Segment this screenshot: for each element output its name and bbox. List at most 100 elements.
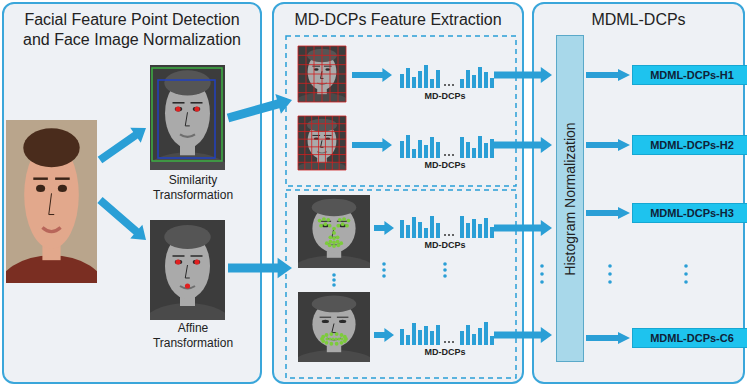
ellipsis-dot <box>444 154 446 156</box>
face-photo <box>298 292 370 362</box>
landmark-point <box>336 240 340 244</box>
output-label: MDML-DCPs-H2 <box>633 136 747 154</box>
landmark-point <box>328 224 332 228</box>
histogram-bar <box>412 217 416 238</box>
ellipsis-dot <box>540 280 544 284</box>
histogram-bar <box>490 336 494 345</box>
grid-line <box>298 170 346 171</box>
histogram-bar <box>466 70 470 88</box>
feature-point <box>194 106 199 111</box>
nose <box>321 140 324 147</box>
histogram-bar <box>478 136 482 158</box>
face-photo <box>150 65 225 170</box>
connector-arrow <box>586 335 618 341</box>
ellipsis-dot <box>448 84 450 86</box>
grid-line <box>298 83 346 84</box>
ellipsis-dot <box>684 272 688 276</box>
landmark-point <box>343 335 347 339</box>
output-box: MDML-DCPs-C6 <box>632 328 747 348</box>
histogram-bar <box>484 72 488 88</box>
histogram-bar <box>400 74 404 88</box>
landmark-point <box>345 224 349 228</box>
histogram-bar <box>436 325 440 345</box>
nose <box>185 265 190 278</box>
photo-background <box>298 195 370 268</box>
hair <box>23 128 79 167</box>
ellipsis-dot <box>452 84 454 86</box>
histogram-bar <box>484 143 488 158</box>
ellipsis-dot <box>608 272 612 276</box>
ellipsis-dot <box>540 264 544 268</box>
landmark-point <box>332 227 336 231</box>
output-label: MDML-DCPs-H1 <box>633 66 747 84</box>
mouth <box>180 134 195 137</box>
landmark-point <box>332 244 336 248</box>
block-arrow <box>494 220 552 236</box>
landmark-point <box>329 235 333 239</box>
mouth <box>327 338 341 340</box>
histogram-bar <box>472 75 476 88</box>
histogram-bar <box>478 224 482 238</box>
ellipsis-dot <box>444 84 446 86</box>
block-arrow <box>494 137 552 153</box>
grid-line <box>298 162 346 163</box>
histogram-bar <box>460 331 464 345</box>
histogram-bar <box>460 137 464 158</box>
block-arrow <box>227 94 292 122</box>
connector-arrow <box>586 142 618 148</box>
eye <box>325 68 330 70</box>
histogram-bar <box>430 216 434 238</box>
grid-line <box>298 74 346 75</box>
landmark-point <box>329 240 333 244</box>
ellipsis-dot <box>382 262 386 266</box>
connector-arrow <box>586 210 618 216</box>
feature-caption: MD-DCPs <box>405 160 485 171</box>
histogram-bar <box>412 149 416 158</box>
landmark-point <box>328 243 332 247</box>
histogram-bar <box>484 218 488 238</box>
feature-point <box>194 259 199 264</box>
detection-box <box>152 68 222 161</box>
landmark-point <box>332 337 335 340</box>
ellipsis-dot <box>443 262 447 266</box>
histogram-bar <box>430 331 434 345</box>
eyebrow <box>320 317 332 318</box>
histogram-bar <box>478 67 482 88</box>
face-photo <box>298 46 346 102</box>
nose <box>332 324 336 333</box>
landmark-point <box>341 222 345 226</box>
histogram-bar <box>412 323 416 345</box>
feature-caption: MD-DCPs <box>405 347 485 358</box>
output-box: MDML-DCPs-H2 <box>632 135 747 155</box>
photo-background <box>298 46 346 102</box>
histogram-bar <box>424 326 428 345</box>
output-label: MDML-DCPs-H3 <box>633 204 747 222</box>
landmark-point <box>340 333 344 337</box>
histogram-bar <box>418 140 422 158</box>
histogram-bar <box>436 70 440 88</box>
histogram-bar <box>406 68 410 88</box>
dashed-group <box>286 190 516 378</box>
eyebrow <box>173 255 185 257</box>
histogram-bar <box>424 65 428 88</box>
histogram-bar <box>472 334 476 345</box>
landmark-point <box>338 218 342 222</box>
landmark-point <box>336 235 340 239</box>
ellipsis-dot <box>382 268 386 272</box>
landmark-point <box>329 342 333 346</box>
block-arrow <box>228 258 292 279</box>
eye <box>193 260 201 264</box>
output-box: MDML-DCPs-H1 <box>632 65 747 85</box>
landmark-point <box>321 335 325 339</box>
landmark-point <box>341 337 344 340</box>
grid-line <box>346 46 347 102</box>
histogram-bar <box>472 219 476 238</box>
histogram-bar <box>406 135 410 158</box>
eye <box>36 185 45 192</box>
landmark-point <box>335 332 339 336</box>
block-arrow <box>98 128 146 164</box>
panel-heading: Facial Feature Point Detection and Face … <box>14 10 250 50</box>
block-arrow <box>352 68 392 82</box>
